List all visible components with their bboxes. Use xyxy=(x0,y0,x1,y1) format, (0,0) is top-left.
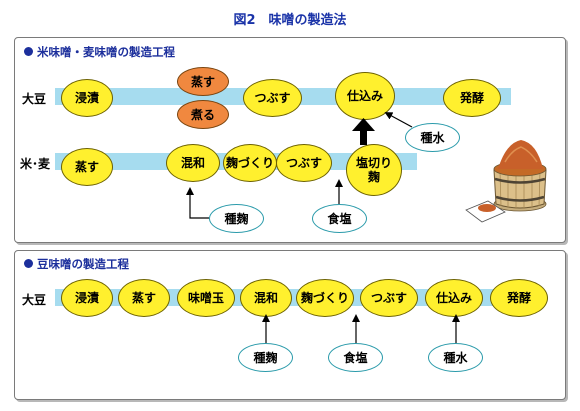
rice-barley-miso-title-text: 米味噌・麦味噌の製造工程 xyxy=(37,45,175,59)
koji-making-step: 麹づくり xyxy=(223,144,277,182)
seed-water-input: 種水 xyxy=(405,123,460,152)
salt-koji-to-mix-arrow xyxy=(352,118,375,145)
steam-step: 蒸す xyxy=(177,67,229,96)
soybean-miso-row-label: 大豆 xyxy=(22,293,47,307)
rice-crush-step: つぶす xyxy=(276,144,332,182)
koji-starter-input: 種麹 xyxy=(209,204,264,233)
bullet-icon xyxy=(24,47,33,56)
blend-step: 混和 xyxy=(166,144,220,182)
koji-starter-arrow xyxy=(186,187,209,219)
salt-cut-koji-line2: 麹 xyxy=(367,170,380,184)
miso-steam-step: 蒸す xyxy=(118,279,170,317)
soybean-miso-panel xyxy=(14,250,566,400)
soybean-miso-title-text: 豆味噌の製造工程 xyxy=(37,257,129,271)
soak-step: 浸漬 xyxy=(61,79,113,117)
miso-barrel-icon xyxy=(493,140,547,212)
soybean-row-label: 大豆 xyxy=(22,92,47,106)
boil-step: 煮る xyxy=(177,100,229,129)
soybean-miso-title: 豆味噌の製造工程 xyxy=(24,256,129,272)
miso-crush-step: つぶす xyxy=(360,279,418,317)
miso-koji-starter-input: 種麹 xyxy=(238,343,293,372)
miso-ball-step: 味噌玉 xyxy=(177,279,235,317)
miso-seed-water-input: 種水 xyxy=(428,343,483,372)
crush-step: つぶす xyxy=(243,79,302,117)
bullet-icon xyxy=(24,259,33,268)
rice-barley-row-label: 米･麦 xyxy=(20,157,51,171)
miso-blend-step: 混和 xyxy=(240,279,292,317)
mix-step: 仕込み xyxy=(335,72,395,120)
miso-salt-input: 食塩 xyxy=(328,343,383,372)
miso-ferment-step: 発酵 xyxy=(490,279,548,317)
miso-koji-making-step: 麹づくり xyxy=(296,279,354,317)
salt-cut-koji-step: 塩切り 麹 xyxy=(346,144,402,196)
rice-barley-miso-title: 米味噌・麦味噌の製造工程 xyxy=(24,44,175,60)
miso-mix-step: 仕込み xyxy=(425,279,483,317)
figure-title: 図2 味噌の製造法 xyxy=(233,13,347,28)
salt-cut-koji-line1: 塩切り xyxy=(355,156,392,170)
miso-soak-step: 浸漬 xyxy=(61,279,113,317)
seed-water-arrow xyxy=(384,112,413,128)
ferment-step: 発酵 xyxy=(443,79,501,117)
salt-input: 食塩 xyxy=(312,204,367,233)
rice-steam-step: 蒸す xyxy=(61,148,113,186)
miso-plate-icon xyxy=(465,200,506,223)
